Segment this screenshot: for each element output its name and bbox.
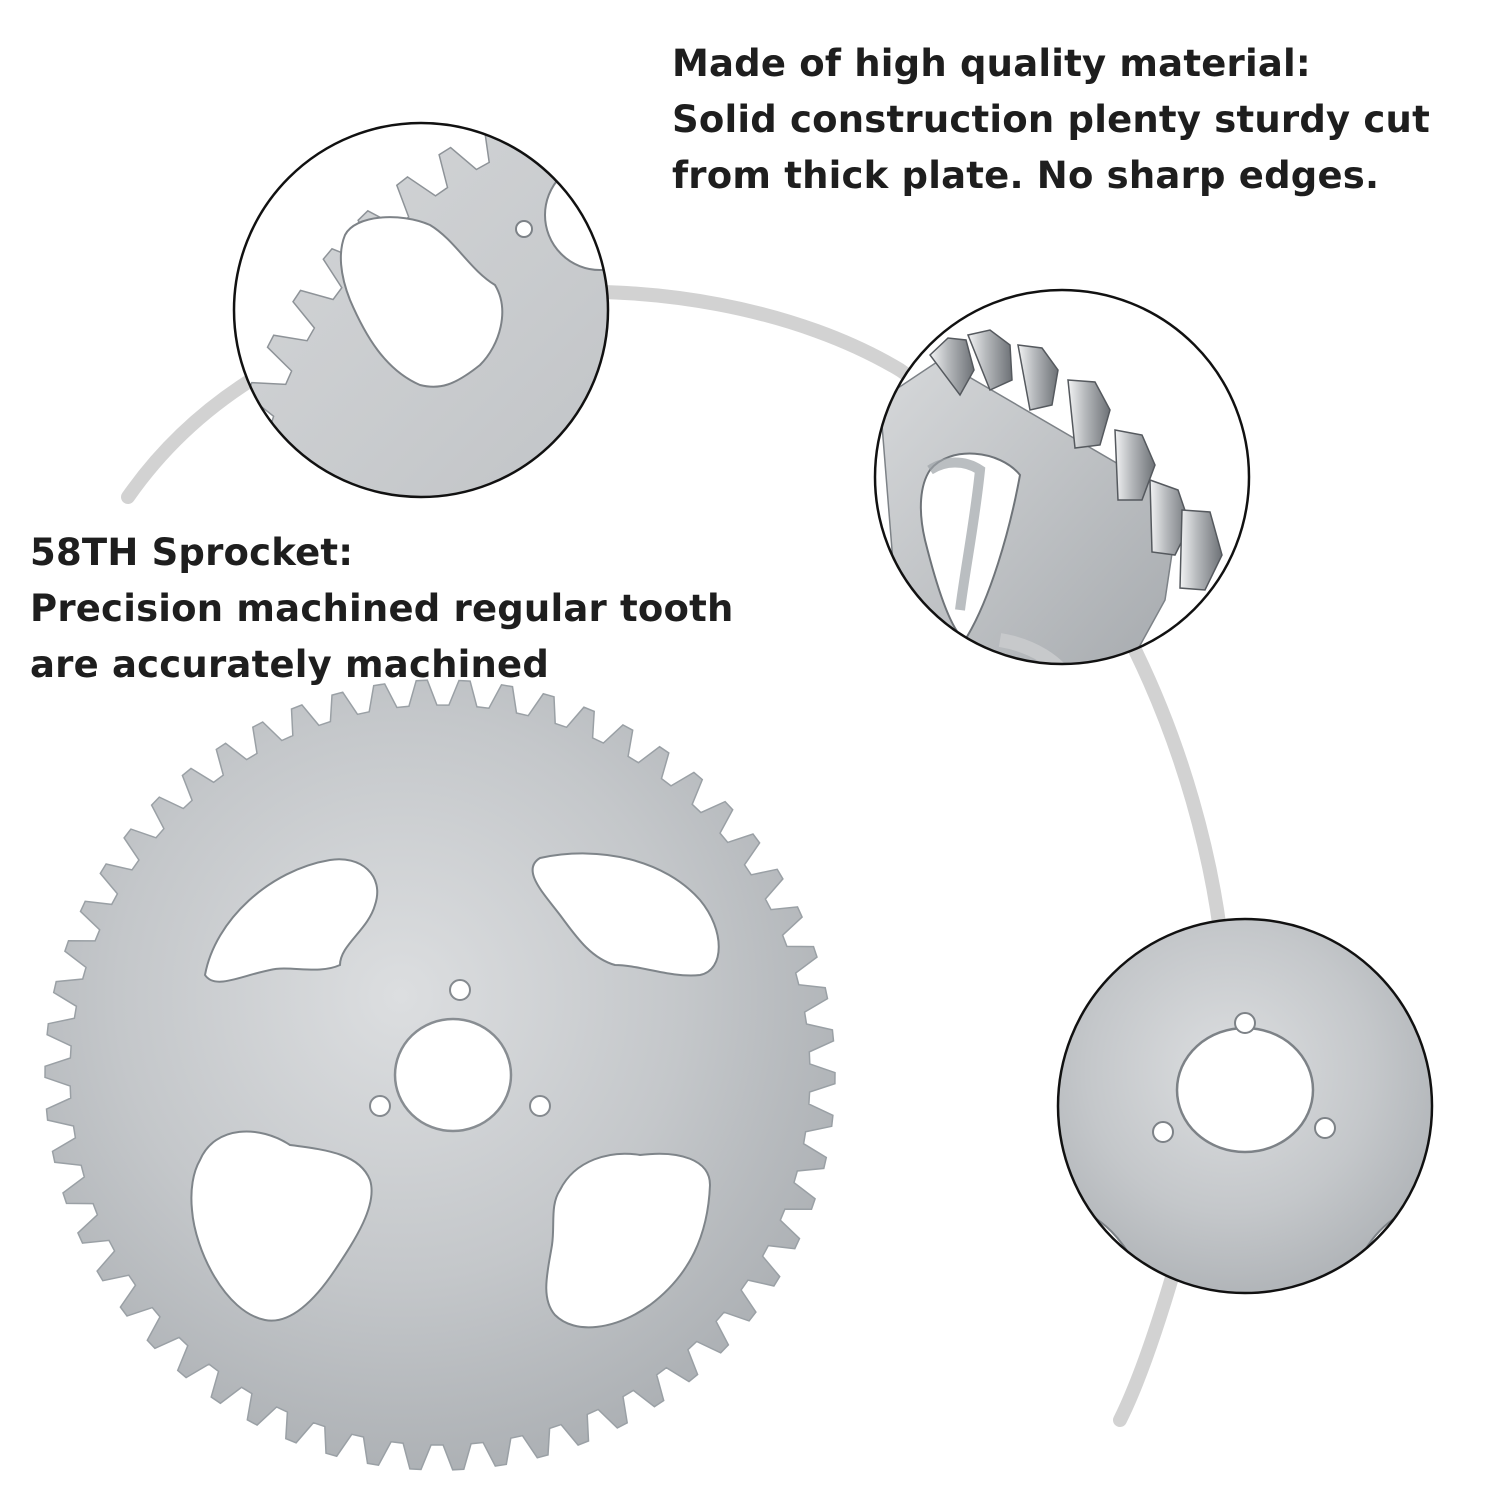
sprocket-caption-line-1: 58TH Sprocket: [30, 531, 354, 574]
center-bore [393, 1017, 513, 1133]
material-caption-line-1: Made of high quality material: [672, 42, 1311, 85]
detail-lens-hub [1056, 917, 1434, 1295]
main-sprocket [44, 679, 836, 1471]
cutout-top-right [531, 852, 720, 977]
teeth-3d [928, 329, 1223, 591]
sprocket-caption-line-2: Precision machined regular tooth [30, 587, 734, 630]
spoke-cutouts [190, 852, 720, 1329]
mounting-holes [369, 979, 551, 1117]
sprocket-caption-line-3: are accurately machined [30, 643, 550, 686]
cutout-top-left [203, 858, 379, 983]
sprocket-caption: 58TH Sprocket: Precision machined regula… [30, 525, 734, 693]
cutout-bottom-left [190, 1130, 373, 1322]
cutout-bottom-right [545, 1152, 712, 1329]
detail-lens-teeth [873, 288, 1251, 666]
material-caption-line-2: Solid construction plenty sturdy cut [672, 98, 1430, 141]
material-caption-line-3: from thick plate. No sharp edges. [672, 154, 1380, 197]
slot-cutout [339, 216, 504, 388]
material-caption: Made of high quality material: Solid con… [672, 36, 1430, 204]
